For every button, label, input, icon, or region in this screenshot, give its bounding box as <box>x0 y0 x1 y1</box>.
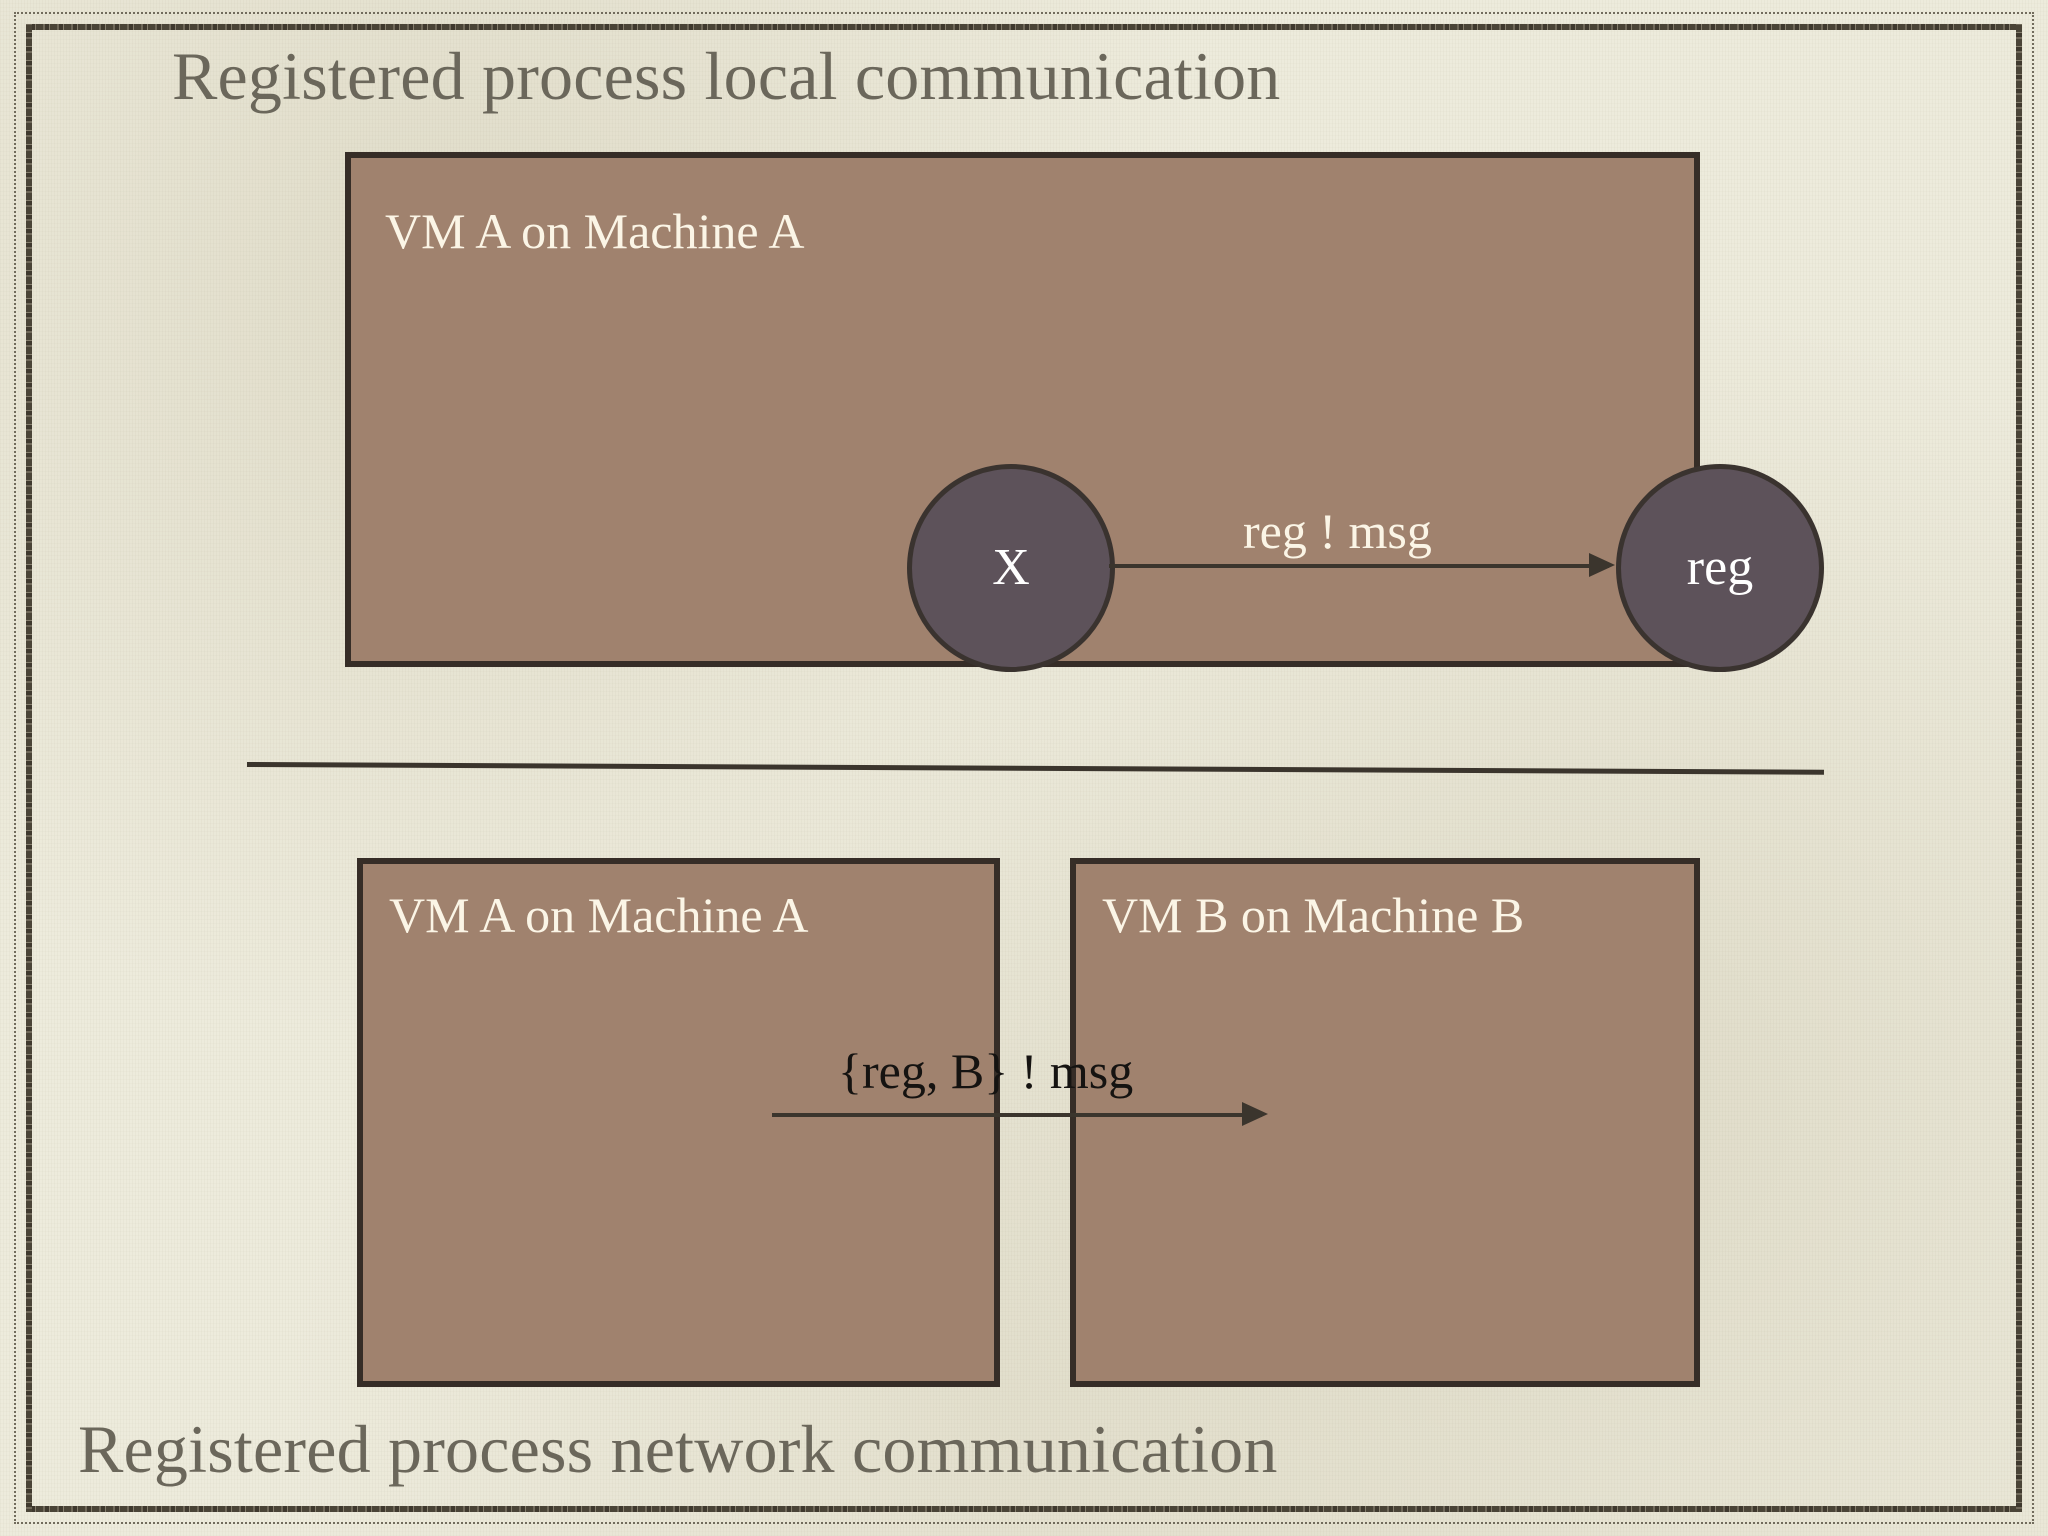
message-arrow-line-bottom <box>772 1113 1262 1117</box>
process-node-label: X <box>992 539 1030 596</box>
vm-box-label: VM B on Machine B <box>1102 887 1525 943</box>
vm-box-label: VM A on Machine A <box>385 203 805 259</box>
message-arrow-head-bottom <box>1242 1102 1268 1126</box>
vm-box-top-machine-a: VM A on Machine A X reg reg ! msg <box>345 152 1824 672</box>
process-node-label: reg <box>1686 539 1754 596</box>
page-title-top: Registered process local communication <box>172 38 1281 114</box>
message-arrow-head-top <box>1589 553 1615 577</box>
section-divider <box>246 762 1824 775</box>
vm-box-label: VM A on Machine A <box>389 887 809 943</box>
page-title-bottom: Registered process network communication <box>78 1411 1278 1487</box>
message-arrow-label-bottom: {reg, B} ! msg <box>838 1043 1134 1099</box>
message-arrow-line-top <box>1109 564 1609 568</box>
process-node-sender-top: X <box>907 464 1115 672</box>
message-arrow-label-top: reg ! msg <box>1243 503 1432 559</box>
vm-box-bottom-machine-b: VM B on Machine B reg <box>1070 858 1700 1387</box>
process-node-receiver-top: reg <box>1616 464 1824 672</box>
vm-box-bottom-machine-a: VM A on Machine A X <box>357 858 1000 1387</box>
